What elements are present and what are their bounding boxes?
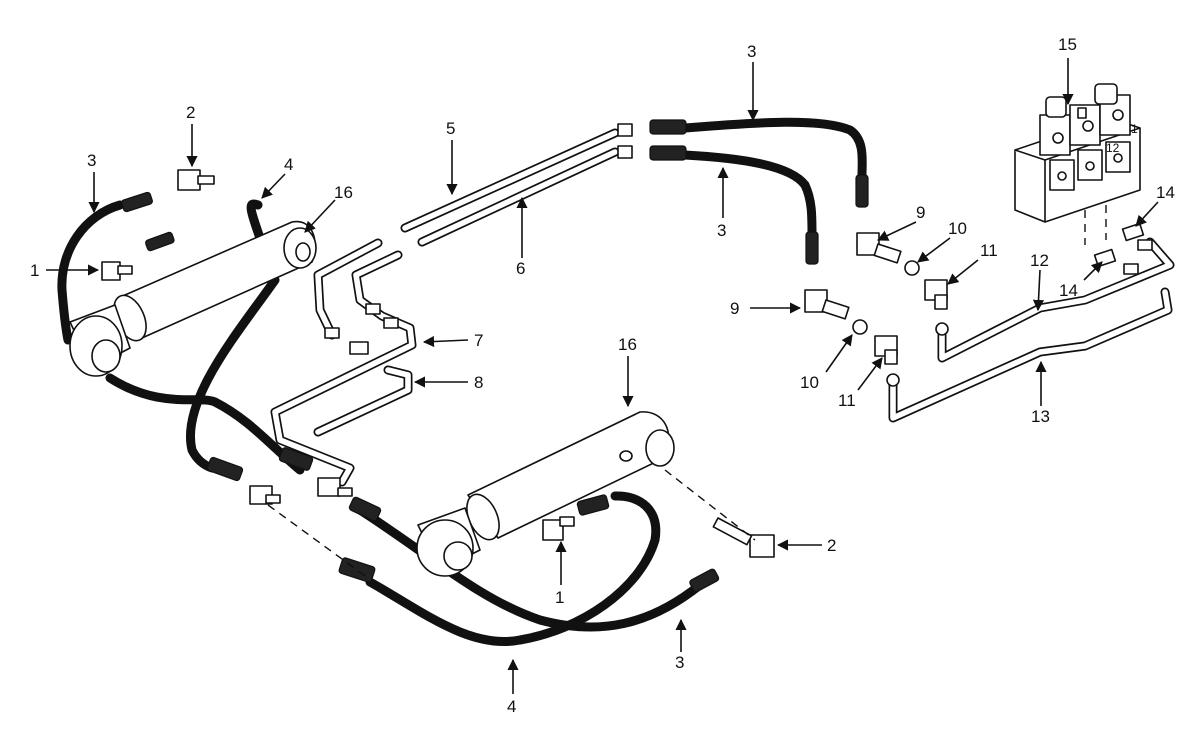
elbow-fitting-9-upper bbox=[856, 232, 902, 264]
hose-fitting bbox=[121, 191, 153, 213]
callout-3-top: 3 bbox=[747, 42, 756, 61]
tee-fitting-2-upper bbox=[177, 169, 215, 191]
adapter-14-right bbox=[1121, 222, 1153, 251]
adapter-14-left bbox=[1093, 248, 1139, 275]
callout-8: 8 bbox=[474, 373, 483, 392]
hose-3-top-a bbox=[680, 117, 867, 180]
hose-fitting bbox=[206, 447, 314, 482]
callout-7: 7 bbox=[474, 331, 483, 350]
tube-13 bbox=[888, 287, 1173, 423]
tee-fitting-2-lower bbox=[712, 517, 775, 558]
hose-4-lower bbox=[365, 491, 661, 646]
hose-cylinder-return bbox=[105, 373, 305, 475]
elbow-fitting-9-lower bbox=[804, 289, 850, 320]
tube-fitting bbox=[617, 119, 687, 161]
callout-3-middle: 3 bbox=[717, 221, 726, 240]
valve-marker-12: 12 bbox=[1106, 141, 1120, 155]
tube-12 bbox=[937, 237, 1175, 363]
alignment-lines bbox=[267, 205, 1107, 579]
tube-fitting bbox=[324, 303, 399, 355]
callout-2-lower: 2 bbox=[827, 536, 836, 555]
valve-marker-1: 1 bbox=[1131, 122, 1138, 136]
elbow-fitting-11-upper bbox=[924, 279, 948, 310]
callout-1-upper: 1 bbox=[30, 261, 39, 280]
callout-10-upper: 10 bbox=[948, 219, 967, 238]
callout-16-upper: 16 bbox=[334, 183, 353, 202]
tube-6 bbox=[417, 147, 620, 247]
tube-8 bbox=[313, 365, 413, 437]
hose-3-upper-left bbox=[57, 200, 125, 345]
hose-3-top-b bbox=[680, 150, 817, 240]
callout-12: 12 bbox=[1030, 251, 1049, 270]
callout-3-upper-left: 3 bbox=[87, 151, 96, 170]
control-valve-15: 1 12 bbox=[1014, 83, 1141, 223]
callout-14-left: 14 bbox=[1059, 281, 1078, 300]
callout-1-lower: 1 bbox=[555, 588, 564, 607]
elbow-fitting-11-lower bbox=[874, 335, 898, 365]
tubes bbox=[270, 128, 1175, 487]
callout-4-upper: 4 bbox=[284, 155, 293, 174]
callout-6: 6 bbox=[516, 259, 525, 278]
o-ring-10-lower bbox=[852, 319, 868, 335]
callout-13: 13 bbox=[1031, 407, 1050, 426]
callout-5: 5 bbox=[446, 119, 455, 138]
o-ring-10-upper bbox=[904, 260, 920, 276]
hose-4-left bbox=[186, 199, 280, 473]
elbow-fitting-1-upper bbox=[101, 261, 133, 281]
tube-7 bbox=[270, 238, 417, 487]
cylinder-16-upper bbox=[69, 220, 317, 377]
callout-3-bottom: 3 bbox=[675, 653, 684, 672]
hose-fitting bbox=[145, 231, 175, 252]
callout-9-upper: 9 bbox=[916, 203, 925, 222]
elbow-fitting-1-lower bbox=[542, 516, 575, 541]
callout-10-lower: 10 bbox=[800, 373, 819, 392]
callout-4-lower: 4 bbox=[507, 697, 516, 716]
callout-labels: 1 1 2 2 3 3 3 3 4 4 5 6 7 8 9 9 10 10 11… bbox=[30, 35, 1175, 716]
callout-16-lower: 16 bbox=[618, 335, 637, 354]
nut bbox=[886, 322, 949, 387]
callout-15: 15 bbox=[1058, 35, 1077, 54]
hose-fitting bbox=[805, 174, 869, 265]
tee-fitting bbox=[249, 477, 353, 505]
callout-11-lower: 11 bbox=[838, 391, 856, 410]
tube-5 bbox=[400, 128, 620, 233]
callout-2-upper: 2 bbox=[186, 103, 195, 122]
cylinder-16-lower bbox=[416, 411, 675, 577]
leaders bbox=[46, 58, 1159, 694]
callout-14-right: 14 bbox=[1156, 183, 1175, 202]
hose-fitting bbox=[338, 494, 720, 593]
fittings bbox=[101, 119, 1153, 593]
callout-9-lower: 9 bbox=[730, 299, 739, 318]
callout-11-upper: 11 bbox=[980, 241, 998, 260]
